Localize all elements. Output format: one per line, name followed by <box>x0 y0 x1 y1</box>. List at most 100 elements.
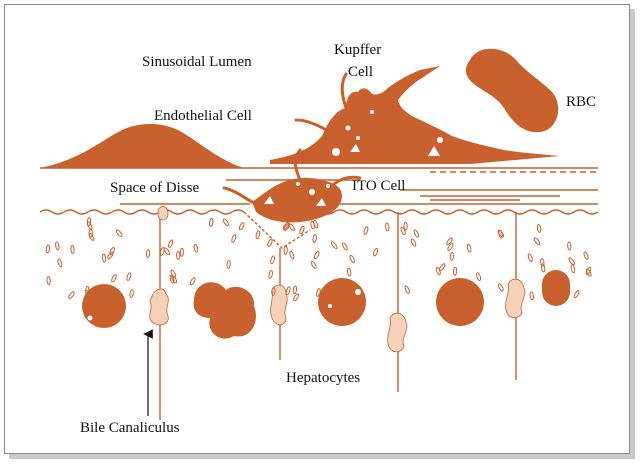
label-hepatocytes: Hepatocytes <box>286 370 360 386</box>
bile-canaliculi <box>149 206 526 353</box>
rbc-shape <box>465 48 559 133</box>
kupffer-process-left <box>294 118 332 134</box>
granule <box>107 287 113 297</box>
granule <box>238 222 245 231</box>
granule <box>268 270 273 279</box>
granule <box>583 251 589 260</box>
granule <box>293 293 300 302</box>
kupffer-process-top <box>340 72 348 110</box>
label-sinusoidal-lumen: Sinusoidal Lumen <box>142 54 252 70</box>
kupffer-cell-shape <box>270 66 560 164</box>
granule <box>176 251 181 260</box>
granule <box>209 217 214 227</box>
label-bile-canaliculus: Bile Canaliculus <box>80 420 180 436</box>
granule <box>168 239 174 248</box>
granule <box>68 291 75 299</box>
granule <box>129 289 134 299</box>
granule <box>85 289 91 299</box>
granule <box>373 247 379 257</box>
granule <box>536 223 542 233</box>
granule <box>193 243 199 253</box>
granule <box>55 241 60 251</box>
granule <box>438 263 446 271</box>
label-rbc: RBC <box>566 94 596 110</box>
granule <box>466 243 472 253</box>
ito-cell-shape <box>252 177 342 223</box>
granule <box>285 286 291 295</box>
label-endothelial-cell: Endothelial Cell <box>154 108 252 124</box>
granule <box>474 288 480 298</box>
granule <box>342 242 348 251</box>
granule <box>313 250 320 260</box>
granule <box>292 285 298 295</box>
granule <box>45 244 51 254</box>
granule <box>107 251 114 260</box>
granule <box>363 226 369 235</box>
granule <box>540 257 545 267</box>
granule <box>179 247 185 257</box>
granule <box>312 233 317 243</box>
granule <box>271 287 276 296</box>
label-kupffer-line2: Cell <box>348 64 373 80</box>
granule <box>498 283 504 292</box>
hepatocyte-granules <box>45 217 592 302</box>
granule <box>111 274 117 283</box>
granule <box>533 237 541 246</box>
granule <box>527 253 533 262</box>
granule <box>349 254 355 264</box>
granule <box>101 253 107 263</box>
granule <box>449 252 455 261</box>
label-space-of-disse: Space of Disse <box>110 180 199 196</box>
granule <box>573 290 580 299</box>
granule <box>568 257 575 266</box>
granule <box>282 222 290 230</box>
granule <box>267 238 273 248</box>
granule <box>189 277 196 286</box>
granule <box>222 218 229 227</box>
granule <box>452 266 458 276</box>
granule <box>567 241 572 251</box>
granule <box>570 264 576 274</box>
granule <box>85 285 90 295</box>
granule <box>385 222 390 232</box>
granule <box>454 278 459 288</box>
ito-process <box>222 148 362 204</box>
granule <box>57 258 63 268</box>
granule <box>169 274 175 284</box>
granule <box>231 234 237 243</box>
granule <box>270 255 275 265</box>
granule <box>88 232 95 241</box>
granule <box>400 226 406 236</box>
granule <box>476 272 482 281</box>
granule <box>330 241 338 250</box>
granule <box>316 288 321 297</box>
granule <box>159 247 165 256</box>
space-dip <box>243 211 311 249</box>
hepatocyte-nuclei <box>82 270 570 339</box>
granule <box>446 237 453 246</box>
granule <box>289 250 295 260</box>
granule <box>413 229 419 238</box>
granule <box>283 245 288 255</box>
granule <box>70 245 75 254</box>
granule <box>226 260 231 269</box>
granule <box>562 279 567 289</box>
granule <box>529 291 534 301</box>
granule <box>435 266 441 276</box>
granule <box>310 220 315 230</box>
granule <box>498 229 503 239</box>
granule <box>410 238 417 247</box>
granule <box>126 272 132 281</box>
label-ito-cell: ITO Cell <box>352 178 405 194</box>
granule <box>46 276 51 285</box>
granule <box>115 229 123 237</box>
granule <box>109 247 115 256</box>
label-kupffer-line1: Kupffer <box>334 42 381 58</box>
granule <box>299 225 305 235</box>
granule <box>255 230 261 240</box>
granule <box>347 267 352 277</box>
granule <box>163 247 171 256</box>
granule <box>145 249 151 258</box>
granule <box>447 243 454 251</box>
